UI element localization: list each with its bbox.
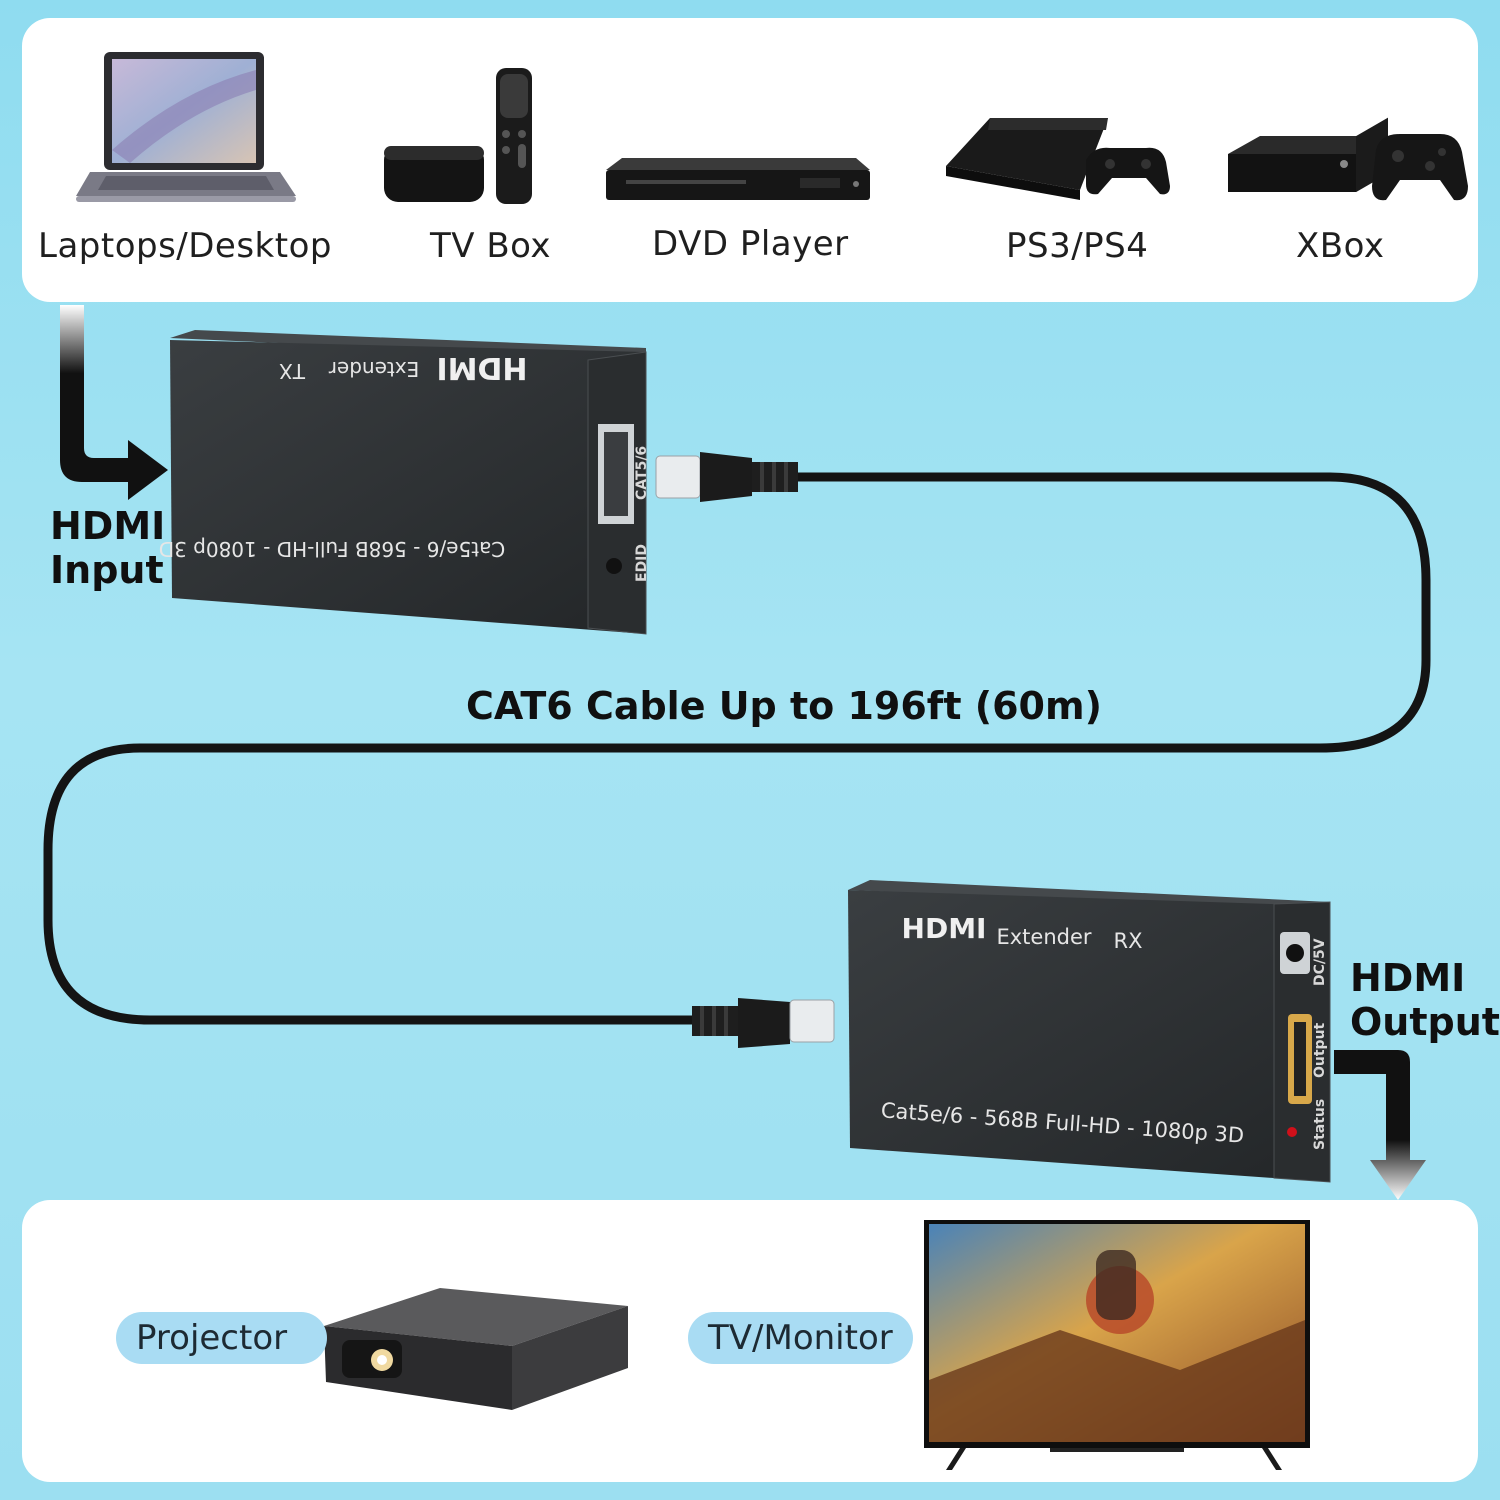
- tx-rj45-plug: [655, 452, 798, 502]
- source-label-tv-box: TV Box: [430, 226, 552, 266]
- xbox-icon: [1228, 117, 1468, 201]
- rx-output-label: Output: [1312, 1022, 1328, 1078]
- rx-hdmi-logo: HDMI: [902, 912, 987, 945]
- receiver-box: HDMI Extender RX Cat5e/6 - 568B Full-HD …: [848, 880, 1331, 1183]
- source-label-ps: PS3/PS4: [1006, 226, 1149, 266]
- hdmi-output-label: HDMI Output: [1350, 956, 1500, 1044]
- tx-spec-text: Cat5e/6 - 568B Full-HD - 1080p 3D: [159, 537, 506, 561]
- cat6-cable: [43, 472, 1431, 1025]
- hdmi-input-label-line1: HDMI: [50, 504, 166, 548]
- dvd-player-icon: [606, 158, 870, 200]
- tv-box-icon: [384, 68, 532, 204]
- cable-length-label: CAT6 Cable Up to 196ft (60m): [466, 684, 1102, 728]
- source-label-laptops: Laptops/Desktop: [38, 226, 332, 266]
- game-console-icon: [946, 118, 1170, 200]
- rx-power-label: DC/5V: [1312, 938, 1328, 986]
- rx-status-label: Status: [1312, 1099, 1328, 1150]
- rx-product-text: Extender: [996, 925, 1091, 949]
- hdmi-input-label: HDMI Input: [50, 504, 165, 592]
- source-label-dvd-player: DVD Player: [652, 224, 849, 264]
- laptop-icon: [76, 52, 296, 202]
- tx-port-label: CAT5/6: [634, 446, 650, 500]
- display-label-projector: Projector: [116, 1312, 328, 1364]
- display-label-tv-monitor: TV/Monitor: [688, 1312, 913, 1364]
- hdmi-input-arrow: [60, 305, 168, 500]
- hdmi-output-arrow: [1334, 1050, 1426, 1200]
- tx-product-text: Extender: [328, 357, 419, 381]
- tv-monitor-icon: [924, 1220, 1310, 1470]
- rx-rj45-plug: [692, 998, 835, 1048]
- projector-icon: [324, 1288, 628, 1410]
- transmitter-box: Cat5e/6 - 568B Full-HD - 1080p 3D HDMI E…: [159, 330, 650, 635]
- source-label-xbox: XBox: [1296, 226, 1385, 266]
- hdmi-output-label-line1: HDMI: [1350, 956, 1466, 1000]
- tx-hdmi-logo: HDMI: [436, 350, 527, 385]
- tx-edid-label: EDID: [634, 544, 650, 582]
- hdmi-input-label-line2: Input: [50, 548, 164, 592]
- rx-role-text: RX: [1114, 929, 1143, 953]
- tx-role-text: TX: [279, 359, 306, 383]
- hdmi-output-label-line2: Output: [1350, 1000, 1500, 1044]
